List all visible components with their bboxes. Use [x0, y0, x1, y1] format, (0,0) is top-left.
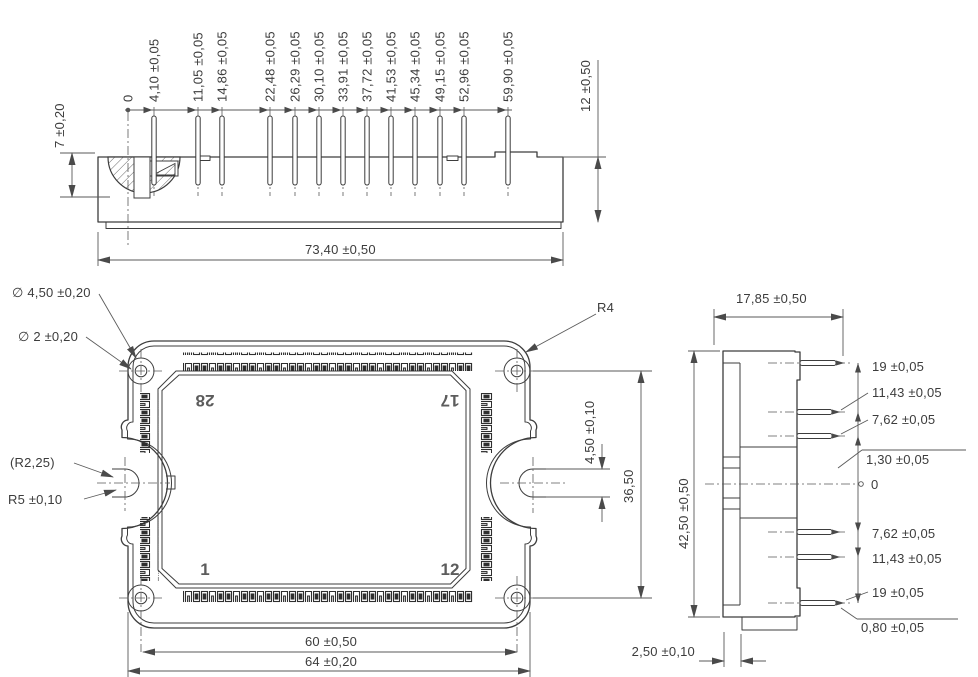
pin: 22,48 ±0,05	[259, 31, 278, 196]
dimension-label-pin: 37,72 ±0,05	[360, 31, 375, 102]
dimension-label: 7,62 ±0,05	[872, 412, 935, 427]
dimension-label-pin: 30,10 ±0,05	[312, 31, 327, 102]
pin	[768, 600, 851, 606]
pin: 30,10 ±0,05	[308, 31, 327, 196]
pin: 37,72 ±0,05	[356, 31, 375, 196]
side-pins	[768, 360, 851, 606]
mounting-hole	[495, 576, 539, 652]
mounting-hole	[495, 349, 539, 393]
dimension-label: (R2,25)	[10, 455, 55, 470]
pin: 11,05 ±0,05	[187, 32, 206, 196]
dimension-body-width: 64 ±0,20	[127, 612, 531, 677]
dimension-label: 19 ±0,05	[872, 359, 924, 374]
callout-hole-inner: ∅ 2 ±0,20	[18, 329, 132, 370]
dimension-hole-spacing-vertical: 36,50	[533, 370, 652, 599]
pin: 4,10 ±0,05	[143, 39, 162, 196]
callout-corner-radius: R4	[525, 300, 614, 353]
dimension-label-zero: 0	[871, 477, 878, 492]
dimension-label: ∅ 4,50 ±0,20	[12, 285, 91, 300]
dimension-hole-spacing-horizontal: 60 ±0,50	[142, 634, 518, 656]
pin: 26,29 ±0,05	[284, 31, 303, 196]
pin: 59,90 ±0,05	[497, 31, 516, 196]
dimension-label-pin: 49,15 ±0,05	[433, 31, 448, 102]
pin: 49,15 ±0,05	[429, 31, 448, 196]
dimension-label-pin: 45,34 ±0,05	[408, 31, 423, 102]
pin: 14,86 ±0,05	[211, 31, 230, 196]
pin-number-17: 17	[441, 391, 460, 410]
housing-outline	[120, 340, 538, 629]
pin-number-1: 1	[200, 560, 209, 579]
labyrinth-pattern	[140, 352, 494, 607]
dimension-offset: 2,50 ±0,10	[632, 632, 766, 667]
top-view-body	[97, 151, 564, 229]
dimension-body-height: 12 ±0,50	[540, 60, 606, 223]
mounting-hole-section	[107, 112, 181, 247]
dimension-label: 12 ±0,50	[578, 60, 593, 112]
dimension-label-pin: 41,53 ±0,05	[384, 31, 399, 102]
dimension-depth: 17,85 ±0,50	[713, 291, 844, 356]
pin: 33,91 ±0,05	[332, 31, 351, 196]
mounting-hole	[119, 349, 163, 393]
dimension-label-pin: 11,05 ±0,05	[191, 32, 206, 102]
side-view-body	[722, 350, 801, 631]
callout-notch-small-radius: (R2,25)	[10, 455, 114, 478]
pin: 41,53 ±0,05	[380, 31, 399, 196]
side-view: 0 17,85 ±0,50 42,50 ±0,50 19 ±0,05 11,43…	[632, 291, 966, 667]
dimension-label-pin: 26,29 ±0,05	[288, 31, 303, 102]
pin-row-dimension-chain: 19 ±0,05 11,43 ±0,05 7,62 ±0,05 1,30 ±0,…	[837, 359, 966, 635]
dimension-label: 36,50	[621, 469, 636, 503]
dimension-label: 42,50 ±0,50	[676, 478, 691, 549]
dimension-hole-depth: 7 ±0,20	[52, 103, 110, 198]
top-view: 0 4,10 ±0,05 11,05 ±0,05 14,86 ±0,05 22,…	[52, 31, 606, 266]
dimension-label: 0,80 ±0,05	[861, 620, 924, 635]
right-notch	[500, 457, 566, 513]
pin-row: 4,10 ±0,05 11,05 ±0,05 14,86 ±0,05 22,48…	[143, 31, 516, 196]
front-view: 28 17 1 12 ∅ 4,50 ±0,20 ∅ 2 ±0,20 R4 (R2…	[8, 285, 652, 677]
dimension-label: 73,40 ±0,50	[305, 242, 376, 257]
pin	[768, 529, 847, 535]
origin-marker	[125, 107, 131, 113]
housing-inner-wall	[126, 345, 532, 624]
dimension-label-pin: 14,86 ±0,05	[215, 31, 230, 102]
dimension-label: 11,43 ±0,05	[872, 385, 942, 400]
pin: 45,34 ±0,05	[404, 31, 423, 196]
dimension-label-pin: 59,90 ±0,05	[501, 31, 516, 102]
callout-notch-radius: R5 ±0,10	[8, 489, 117, 507]
dimension-label: 1,30 ±0,05	[866, 452, 929, 467]
dimension-label: 11,43 ±0,05	[872, 551, 942, 566]
pin	[768, 409, 847, 415]
pin	[768, 554, 847, 560]
dimension-label: R4	[597, 300, 614, 315]
dimension-overall-width: 73,40 ±0,50	[97, 232, 564, 266]
dimension-label: 7,62 ±0,05	[872, 526, 935, 541]
dimension-slot-height: 4,50 ±0,10	[546, 401, 610, 522]
dimension-label: 4,50 ±0,10	[582, 401, 597, 464]
left-notch	[97, 457, 176, 511]
dimension-label: 7 ±0,20	[52, 103, 67, 148]
dimension-label: 2,50 ±0,10	[632, 644, 695, 659]
dimension-height: 42,50 ±0,50	[676, 350, 720, 618]
dimension-label-pin: 52,96 ±0,05	[457, 31, 472, 102]
dimension-label: R5 ±0,10	[8, 492, 62, 507]
dimension-label: ∅ 2 ±0,20	[18, 329, 78, 344]
dimension-label: 64 ±0,20	[305, 654, 357, 669]
dimension-label-pin: 4,10 ±0,05	[147, 39, 162, 102]
pin-number-12: 12	[441, 560, 460, 579]
dimension-label: 60 ±0,50	[305, 634, 357, 649]
dimension-label: 19 ±0,05	[872, 585, 924, 600]
pin: 52,96 ±0,05	[453, 31, 472, 196]
pin	[768, 433, 847, 439]
callout-hole-outer: ∅ 4,50 ±0,20	[12, 285, 137, 359]
pin-number-28: 28	[196, 391, 215, 410]
dimension-label-pin: 22,48 ±0,05	[263, 31, 278, 102]
zero-centerline: 0	[705, 477, 878, 492]
dimension-label: 17,85 ±0,50	[736, 291, 807, 306]
dimension-label-origin: 0	[121, 95, 136, 102]
pin	[768, 360, 851, 366]
mounting-hole	[119, 576, 163, 652]
dimension-label-pin: 33,91 ±0,05	[336, 31, 351, 102]
